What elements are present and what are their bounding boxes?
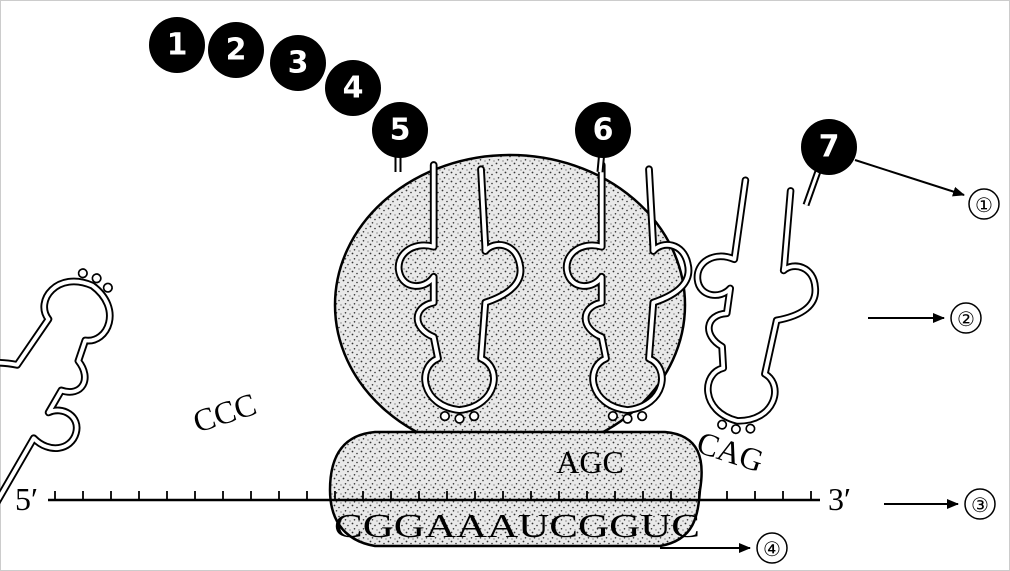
callout-label-3: ③ (971, 493, 989, 517)
amino-acid-4-label: 4 (343, 71, 364, 106)
amino-acid-1-label: 1 (167, 28, 188, 63)
amino-acid-6: 6 (575, 102, 631, 158)
amino-acid-6-label: 6 (593, 113, 614, 148)
callout-arrow-1 (855, 160, 964, 195)
anticodon-ccc: CCC (189, 386, 261, 440)
amino-acid-3: 3 (270, 35, 326, 91)
amino-acid-4: 4 (325, 60, 381, 116)
callout-label-4: ④ (763, 537, 781, 561)
amino-acid-5-label: 5 (390, 113, 411, 148)
callout-label-1: ① (975, 193, 993, 217)
amino-acid-1: 1 (149, 17, 205, 73)
anticodon-agc: AGC (556, 444, 624, 480)
amino-acid-7-label: 7 (819, 130, 840, 165)
trna-right (676, 175, 829, 441)
mrna-3-prime-label: 3′ (828, 481, 851, 517)
callout-label-2: ② (957, 307, 975, 331)
amino-acid-2-label: 2 (226, 33, 247, 68)
mrna-codon-sequence: CGGAAAUCGGUC (334, 508, 700, 545)
mrna-5-prime-label: 5′ (15, 481, 38, 517)
peptide-chain: 1 2 3 4 5 6 7 (149, 17, 857, 175)
amino-acid-3-label: 3 (288, 46, 309, 81)
amino-acid-5: 5 (372, 102, 428, 158)
amino-acid-2: 2 (208, 22, 264, 78)
anticodon-cag: CAG (693, 424, 768, 479)
amino-acid-7: 7 (801, 119, 857, 175)
